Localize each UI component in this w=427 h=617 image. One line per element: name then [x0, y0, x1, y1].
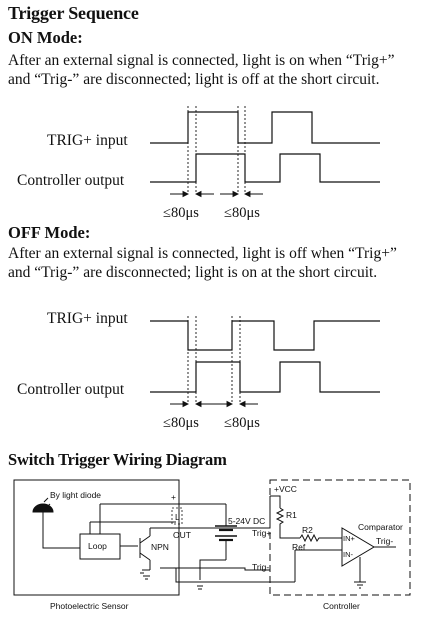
on-mode-description: After an external signal is connected, l… [8, 52, 395, 88]
off-mode-description: After an external signal is connected, l… [8, 245, 397, 281]
loop-label: Loop [88, 541, 107, 551]
npn-transistor-icon [139, 528, 151, 574]
trig-plus-label: Trig+ [252, 528, 272, 538]
supply-label: 5-24V DC [228, 516, 266, 526]
sensor-caption: Photoelectric Sensor [50, 601, 129, 611]
off-output-waveform [150, 361, 380, 393]
on-mode-heading: ON Mode: [8, 28, 83, 47]
sensor-plus-label: + [171, 492, 176, 502]
on-output-waveform [150, 153, 380, 183]
off-mode-timing-diagram [150, 316, 380, 408]
r2-label: R2 [302, 525, 313, 535]
light-diode-label: By light diode [50, 490, 102, 500]
trig-minus-label: Trig- [252, 562, 270, 572]
wiring-diagram [13, 479, 411, 596]
vcc-label: +VCC [274, 484, 297, 494]
in-minus-label: IN- [343, 550, 353, 559]
wiring-diagram-heading: Switch Trigger Wiring Diagram [8, 450, 227, 469]
controller-caption: Controller [323, 601, 360, 611]
sensor-minus-label: - [173, 562, 176, 572]
off-trig-input-label: TRIG+ input [47, 310, 128, 327]
comparator-icon [341, 527, 375, 567]
on-trig-input-label: TRIG+ input [47, 132, 128, 149]
dc-supply-icon [190, 503, 237, 560]
on-trig-waveform [150, 111, 380, 144]
on-controller-output-label: Controller output [17, 172, 125, 189]
off-delay-arrows [170, 400, 258, 408]
r1-resistor [275, 507, 300, 539]
on-delay-fall-label: ≤80μs [224, 205, 260, 221]
comparator-trig-label: Trig- [376, 536, 394, 546]
off-mode-heading: OFF Mode: [8, 223, 91, 242]
on-delay-arrows [170, 190, 263, 198]
light-diode-icon [32, 497, 54, 525]
off-delay-rise-label: ≤80μs [224, 415, 260, 431]
sensor-out-label: OUT [173, 530, 191, 540]
r1-label: R1 [286, 510, 297, 520]
page-title: Trigger Sequence [8, 3, 139, 23]
in-plus-label: IN+ [343, 534, 355, 543]
sensor-l-label: L [175, 512, 180, 522]
on-mode-timing-diagram [150, 106, 380, 198]
r2-resistor [299, 533, 342, 543]
off-delay-fall-label: ≤80μs [163, 415, 199, 431]
comparator-label: Comparator [358, 522, 403, 532]
npn-label: NPN [151, 542, 169, 552]
on-delay-rise-label: ≤80μs [163, 205, 199, 221]
controller-box [269, 479, 411, 596]
ref-label: Ref [292, 542, 306, 552]
off-controller-output-label: Controller output [17, 381, 125, 398]
off-trig-waveform [150, 320, 380, 351]
photoelectric-sensor-box [13, 479, 180, 596]
off-guide-lines [187, 316, 241, 402]
